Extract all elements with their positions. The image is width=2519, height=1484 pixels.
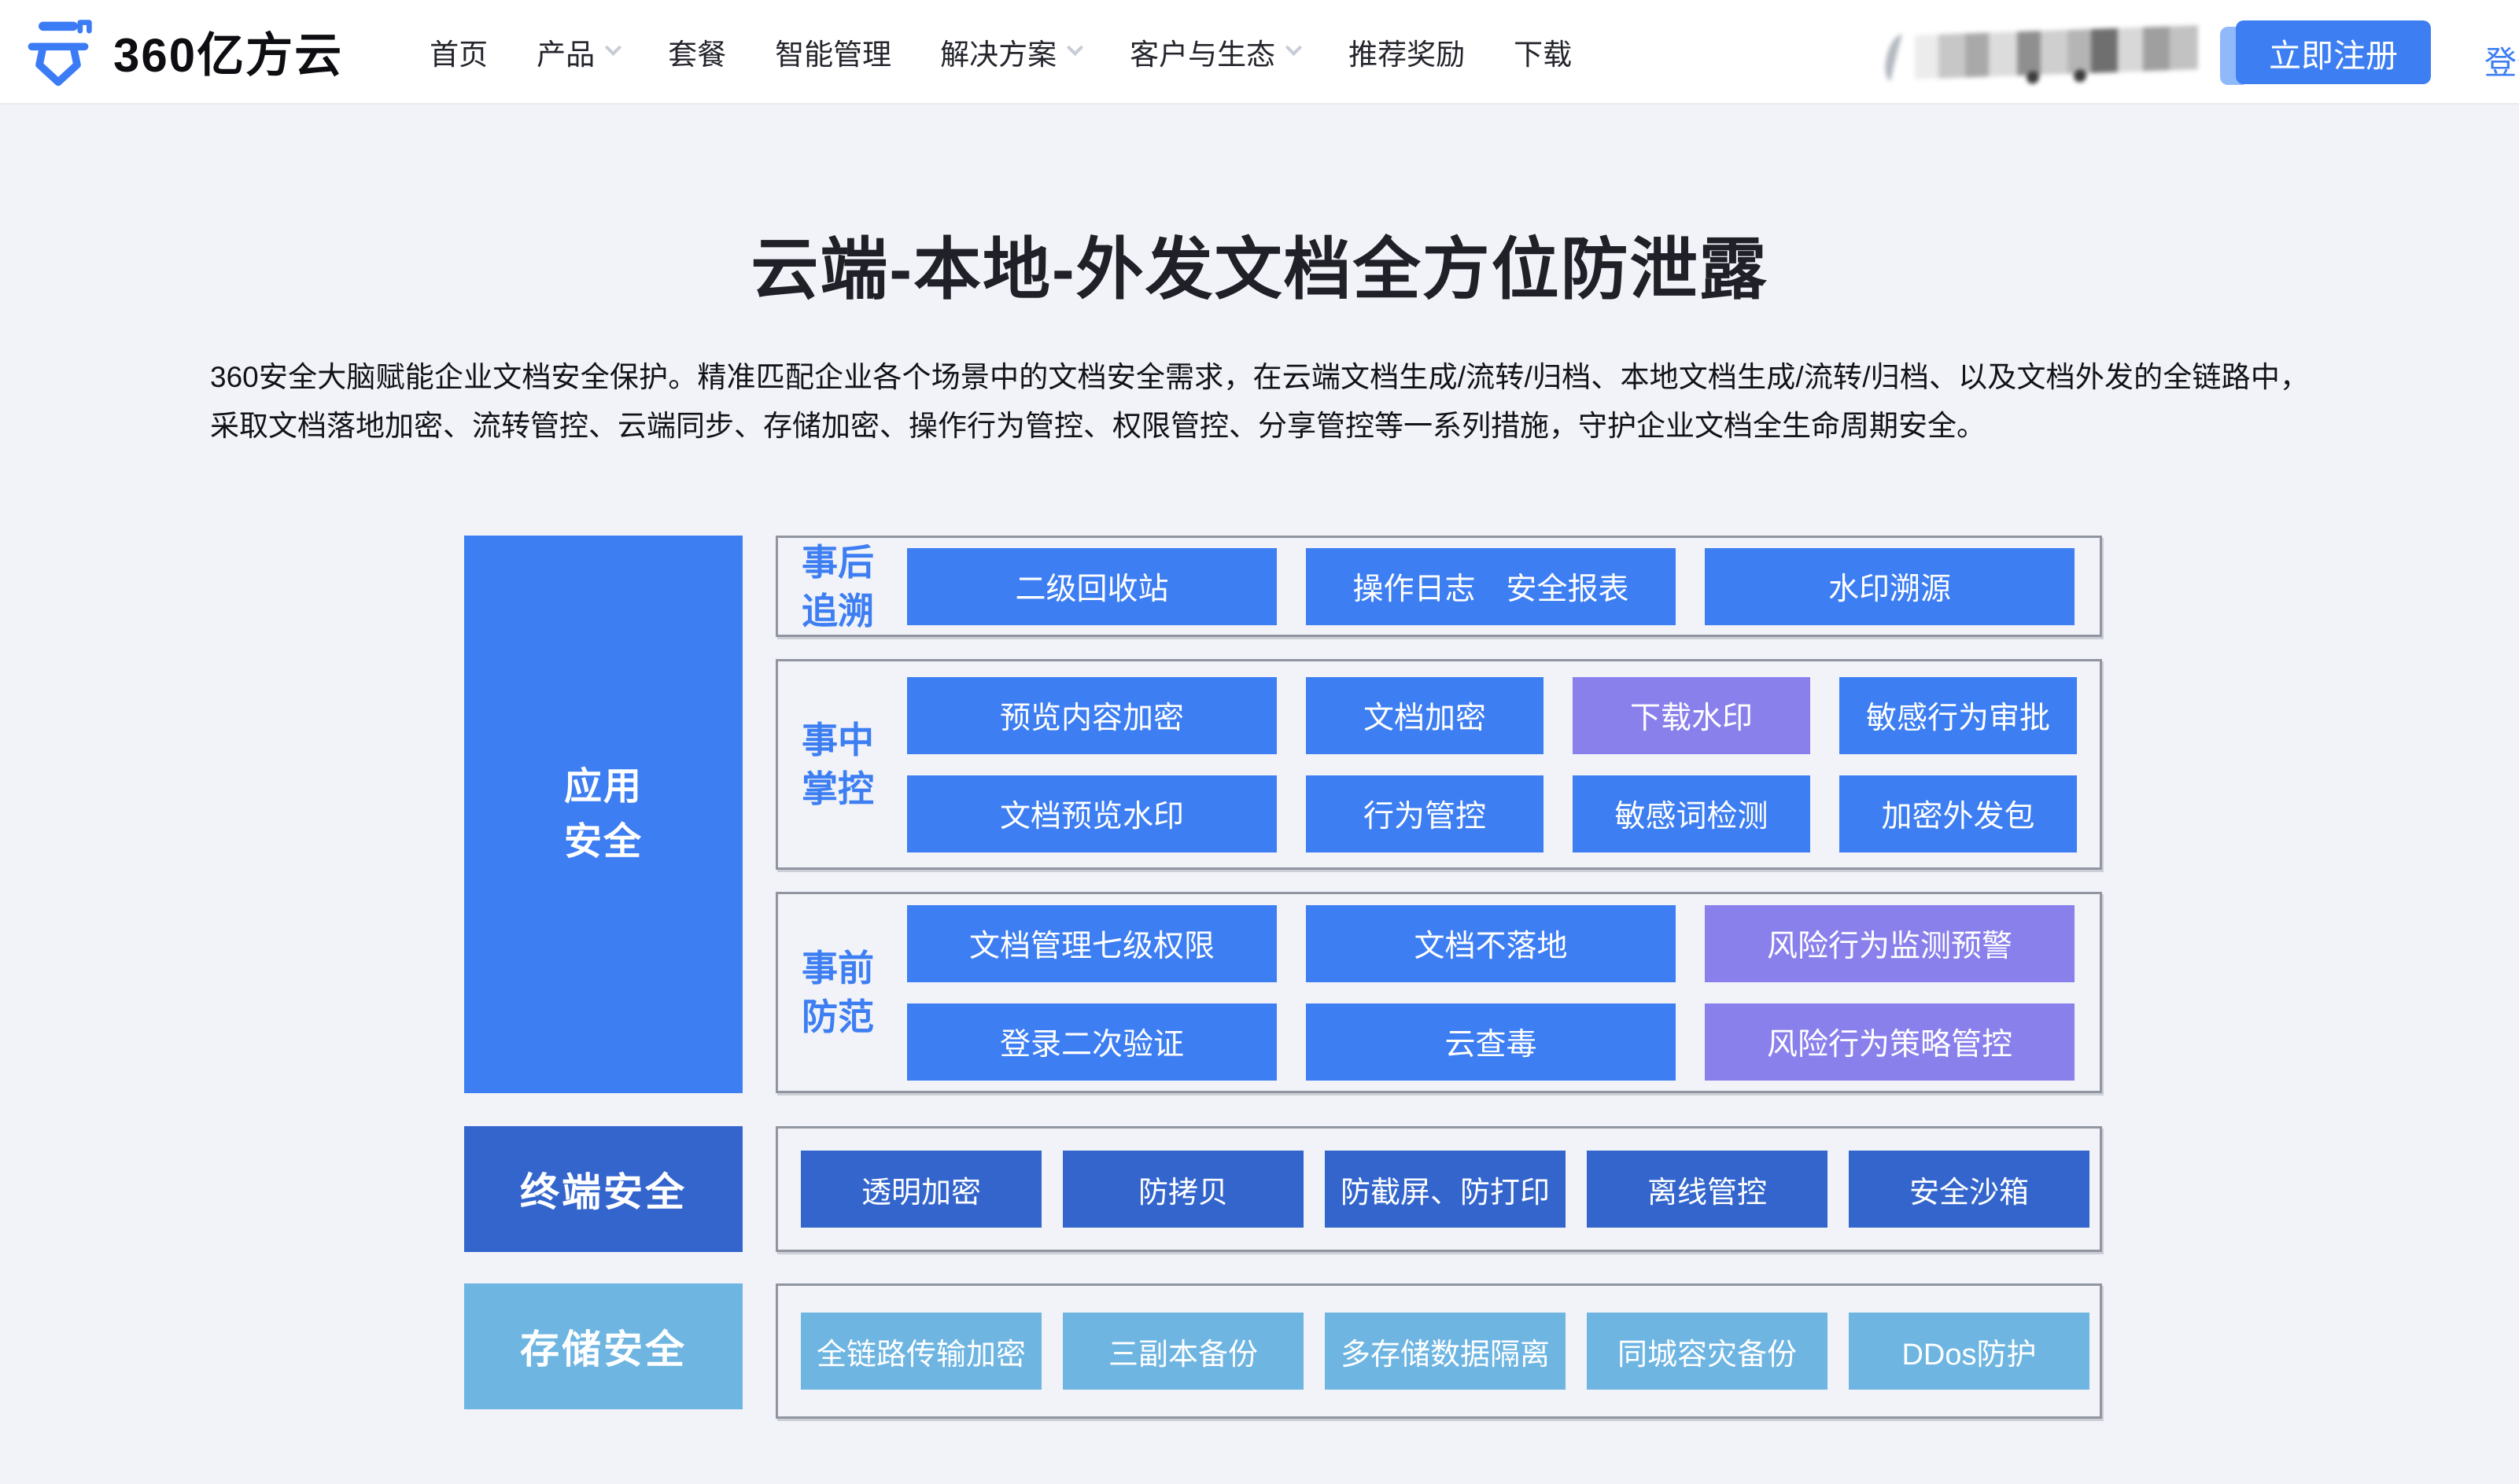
top-navigation-bar: 360亿方云 首页 产品 套餐 智能管理 解决方案 客户与生态 推荐奖励 下载 … [0,0,2519,105]
group-label: 事中 掌控 [802,720,874,809]
nav-item-smart-management[interactable]: 智能管理 [775,38,892,71]
terminal-security-section: 终端安全 透明加密 防拷贝 防截屏、防打印 离线管控 安全沙箱 [464,1126,2102,1252]
feature-chip: 加密外发包 [1839,775,2077,852]
application-security-section: 应用 安全 事后 追溯 二级回收站 操作日志 安全报表 水印溯源 [464,536,2102,1093]
feature-chip: 安全沙箱 [1849,1151,2089,1228]
chevron-down-icon [1067,39,1084,57]
feature-chip: 防拷贝 [1063,1151,1304,1228]
storage-security-group: 全链路传输加密 三副本备份 多存储数据隔离 同城容灾备份 DDos防护 [776,1283,2102,1419]
feature-chip: 敏感词检测 [1573,775,1810,852]
feature-chip: 防截屏、防打印 [1325,1151,1566,1228]
feature-chip: 离线管控 [1587,1151,1827,1228]
group-post-event-tracing: 事后 追溯 二级回收站 操作日志 安全报表 水印溯源 [776,536,2102,637]
feature-chip: 敏感行为审批 [1839,676,2077,754]
group-in-process-control: 事中 掌控 预览内容加密 文档加密 下载水印 敏感行为审批 文档预览水印 行为管… [776,659,2102,870]
feature-chip: 水印溯源 [1705,547,2075,625]
main-nav: 首页 产品 套餐 智能管理 解决方案 客户与生态 推荐奖励 下载 [430,31,1572,73]
application-security-groups: 事后 追溯 二级回收站 操作日志 安全报表 水印溯源 事中 掌控 [776,536,2102,1093]
application-security-label: 应用 安全 [464,536,743,1093]
page-title: 云端-本地-外发文档全方位防泄露 [751,232,1768,307]
group-label: 事后 追溯 [802,541,874,632]
feature-chip: 多存储数据隔离 [1325,1313,1566,1390]
masked-phone-number [1881,17,2201,89]
storage-security-section: 存储安全 全链路传输加密 三副本备份 多存储数据隔离 同城容灾备份 DDos防护 [464,1283,2102,1419]
feature-chip: 云查毒 [1306,1003,1676,1081]
logo[interactable]: 360亿方云 [20,14,343,90]
feature-chip: DDos防护 [1849,1313,2089,1390]
nav-item-download[interactable]: 下载 [1514,38,1573,71]
nav-item-products[interactable]: 产品 [537,31,622,73]
feature-chip: 操作日志 安全报表 [1306,547,1676,625]
feature-chip: 二级回收站 [907,547,1277,625]
storage-security-label: 存储安全 [464,1283,743,1409]
register-button[interactable]: 立即注册 [2236,20,2431,84]
feature-chip: 预览内容加密 [907,676,1277,754]
feature-chip: 全链路传输加密 [801,1313,1042,1390]
chevron-down-icon [605,39,622,57]
terminal-security-label: 终端安全 [464,1126,743,1252]
feature-chip: 下载水印 [1573,676,1810,754]
page-description: 360安全大脑赋能企业文档安全保护。精准匹配企业各个场景中的文档安全需求，在云端… [210,361,2309,442]
feature-chip: 登录二次验证 [907,1003,1277,1081]
feature-chip: 风险行为监测预警 [1705,904,2075,982]
feature-chip: 透明加密 [801,1151,1042,1228]
security-feature-diagram: 应用 安全 事后 追溯 二级回收站 操作日志 安全报表 水印溯源 [464,536,2102,1419]
nav-item-home[interactable]: 首页 [430,38,489,71]
terminal-security-group: 透明加密 防拷贝 防截屏、防打印 离线管控 安全沙箱 [776,1126,2102,1252]
group-pre-event-prevention: 事前 防范 文档管理七级权限 文档不落地 风险行为监测预警 登录二次验证 云查毒… [776,892,2102,1093]
group-label: 事前 防范 [802,948,874,1037]
nav-item-plans[interactable]: 套餐 [668,38,727,71]
chevron-down-icon [1285,39,1303,57]
nav-item-customers-ecosystem[interactable]: 客户与生态 [1130,31,1303,73]
feature-chip: 风险行为策略管控 [1705,1003,2075,1081]
nav-item-solutions[interactable]: 解决方案 [940,31,1084,73]
feature-chip: 文档不落地 [1306,904,1676,982]
feature-chip: 三副本备份 [1063,1313,1304,1390]
feature-chip: 行为管控 [1306,775,1543,852]
feature-chip: 文档管理七级权限 [907,904,1277,982]
feature-chip: 文档加密 [1306,676,1543,754]
nav-item-referral-rewards[interactable]: 推荐奖励 [1348,38,1466,71]
phone-icon [1881,32,1912,83]
logo-text: 360亿方云 [113,29,344,82]
feature-chip: 同城容灾备份 [1587,1313,1827,1390]
360-fangcloud-logo-icon [28,19,92,86]
login-link[interactable]: 登录 [2484,45,2519,81]
feature-chip: 文档预览水印 [907,775,1277,852]
